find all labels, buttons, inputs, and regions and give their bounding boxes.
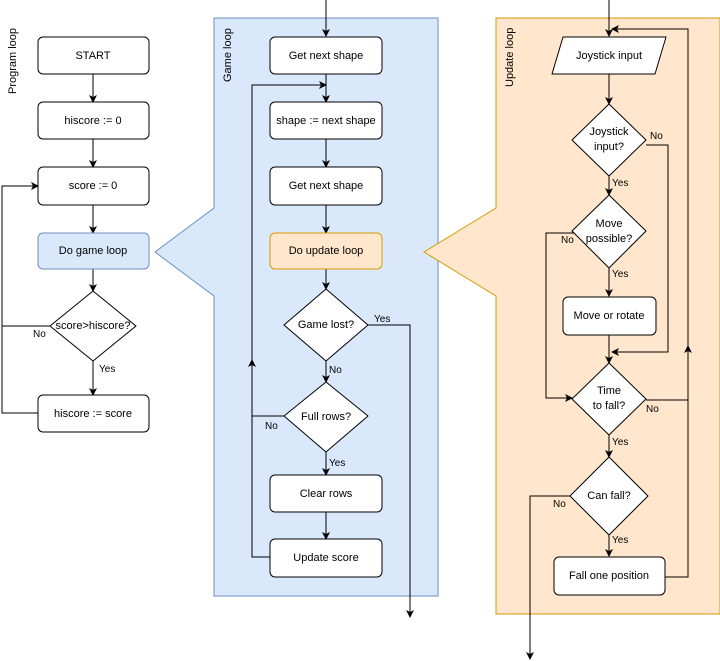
- svg-text:Get next shape: Get next shape: [289, 50, 364, 62]
- edge-gamelost-yes-exit: [368, 324, 414, 618]
- node-can-fall: Can fall?: [569, 456, 649, 536]
- label-joystick-yes: Yes: [612, 178, 628, 189]
- edge-hiscoreset-loop: [1, 326, 38, 414]
- svg-text:Move or rotate: Move or rotate: [574, 310, 645, 322]
- node-hiscore-init: hiscore := 0: [37, 101, 150, 140]
- label-move-yes: Yes: [612, 269, 628, 280]
- svg-text:Move: Move: [596, 218, 623, 230]
- svg-text:Update score: Update score: [293, 552, 358, 564]
- svg-text:Get next shape: Get next shape: [289, 180, 364, 192]
- edges: [1, 0, 692, 660]
- node-game-lost: Game lost?: [283, 288, 369, 362]
- node-full-rows: Full rows?: [283, 381, 369, 453]
- node-clear-rows: Clear rows: [269, 474, 383, 513]
- node-joystick-q: Joystick input?: [571, 103, 647, 177]
- svg-text:score>hiscore?: score>hiscore?: [56, 320, 131, 332]
- label-gamelost-no: No: [329, 365, 342, 376]
- svg-text:score := 0: score := 0: [69, 180, 118, 192]
- svg-text:input?: input?: [594, 141, 624, 153]
- edge-move-no: [545, 232, 574, 402]
- program-loop-lane-title: Program loop: [7, 28, 19, 94]
- node-do-game-loop: Do game loop: [37, 232, 150, 270]
- svg-text:START: START: [75, 50, 110, 62]
- edge-labels: No Yes Yes No No Yes No Yes No Yes No Ye…: [33, 131, 663, 546]
- svg-text:hiscore := 0: hiscore := 0: [64, 115, 121, 127]
- label-joystick-no: No: [650, 131, 663, 142]
- edge-time-no-loop: [611, 25, 689, 401]
- label-compare-yes: Yes: [99, 364, 115, 375]
- svg-text:Clear rows: Clear rows: [300, 488, 353, 500]
- svg-text:hiscore := score: hiscore := score: [54, 408, 132, 420]
- svg-text:Do update loop: Do update loop: [289, 245, 364, 257]
- node-joystick-input: Joystick input: [551, 36, 667, 75]
- label-fullrows-yes: Yes: [329, 458, 345, 469]
- update-loop-lane-title: Update loop: [504, 28, 516, 87]
- svg-text:Can fall?: Can fall?: [587, 490, 630, 502]
- svg-text:Time: Time: [597, 385, 621, 397]
- edge-canfall-no-exit: [526, 495, 570, 660]
- edge-fall-loop: [665, 345, 692, 578]
- label-gamelost-yes: Yes: [374, 314, 390, 325]
- node-shape-assign: shape := next shape: [269, 101, 383, 140]
- node-get-next-shape-1: Get next shape: [269, 36, 383, 75]
- game-loop-panel: [154, 17, 439, 597]
- edge-updatescore-loop: [251, 81, 327, 558]
- svg-text:Fall one position: Fall one position: [569, 570, 649, 582]
- svg-text:Full rows?: Full rows?: [301, 411, 351, 423]
- label-compare-no: No: [33, 329, 46, 340]
- game-loop-lane-title: Game loop: [222, 28, 234, 82]
- label-time-no: No: [646, 404, 659, 415]
- label-canfall-no: No: [553, 499, 566, 510]
- node-move-possible: Move possible?: [571, 194, 647, 269]
- edge-compare-no-loop: [1, 182, 50, 327]
- node-do-update-loop: Do update loop: [269, 232, 383, 270]
- node-get-next-shape-2: Get next shape: [269, 166, 383, 206]
- node-fall-one-position: Fall one position: [553, 556, 666, 596]
- node-hiscore-set: hiscore := score: [37, 394, 150, 433]
- label-fullrows-no: No: [265, 421, 278, 432]
- label-time-yes: Yes: [612, 437, 628, 448]
- label-canfall-yes: Yes: [612, 535, 628, 546]
- svg-text:Joystick: Joystick: [589, 126, 629, 138]
- node-score-gt-hiscore: score>hiscore?: [49, 290, 137, 362]
- node-time-to-fall: Time to fall?: [571, 362, 647, 436]
- svg-text:possible?: possible?: [586, 233, 632, 245]
- svg-text:Do game loop: Do game loop: [59, 245, 128, 257]
- svg-text:shape := next shape: shape := next shape: [276, 115, 375, 127]
- node-move-or-rotate: Move or rotate: [562, 296, 657, 336]
- svg-text:to fall?: to fall?: [593, 400, 625, 412]
- node-score-init: score := 0: [37, 166, 150, 206]
- node-start: START: [37, 36, 150, 75]
- svg-text:Joystick input: Joystick input: [576, 50, 642, 62]
- node-update-score: Update score: [269, 538, 383, 578]
- svg-text:Game lost?: Game lost?: [298, 319, 354, 331]
- edge-joystick-no: [611, 144, 669, 356]
- label-move-no: No: [561, 235, 574, 246]
